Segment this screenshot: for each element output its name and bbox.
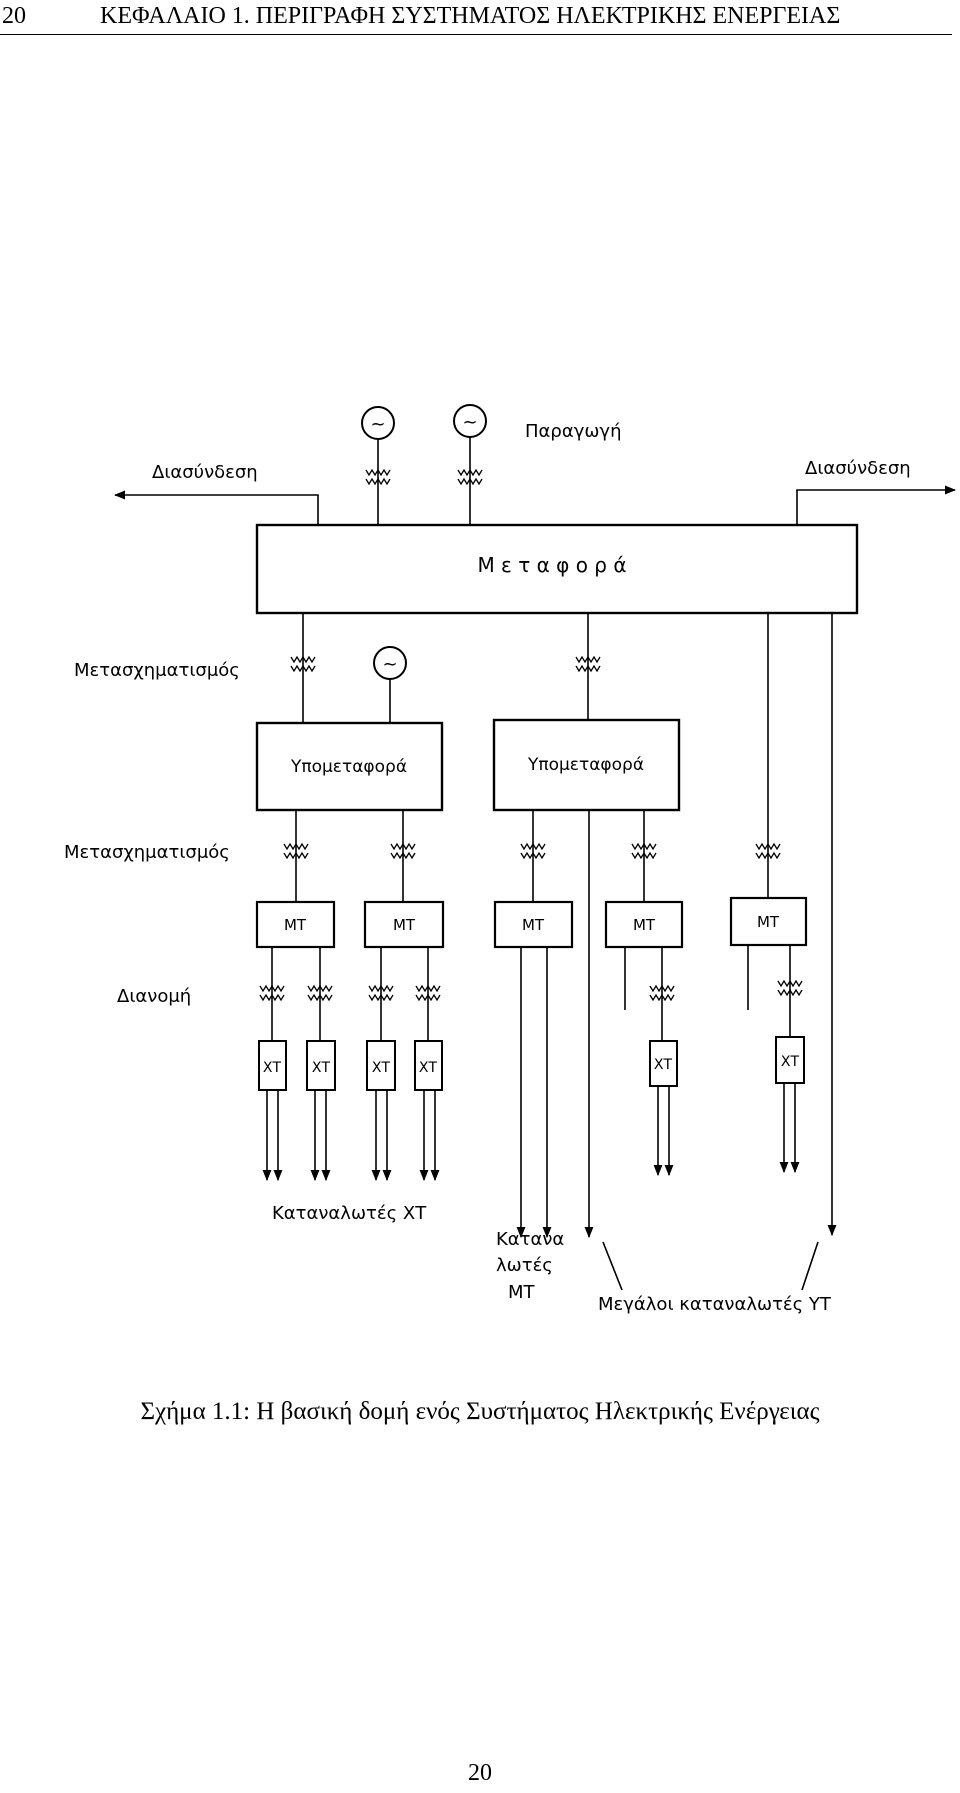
mv-consumers-label-line2: λωτές (496, 1255, 553, 1276)
mv-consumers-label-line3: ΜΤ (508, 1282, 536, 1303)
mv-consumers-label-line1: Κατανα (496, 1229, 564, 1250)
header-page-number: 20 (2, 3, 26, 29)
lv-consumers-label: Καταναλωτές ΧΤ (272, 1203, 427, 1224)
interconnection-left-label: Διασύνδεση (152, 462, 258, 483)
lv-box-label: ΧΤ (781, 1054, 800, 1070)
mv-box-label: ΜΤ (522, 916, 545, 934)
mv-box-label: ΜΤ (633, 916, 656, 934)
transmission-label: Μ ε τ α φ ο ρ ά (477, 553, 626, 577)
lv-box-label: ΧΤ (372, 1060, 391, 1076)
subtransmission-label-1: Υπομεταφορά (290, 757, 407, 777)
lv-box-label: ΧΤ (263, 1060, 282, 1076)
chapter-title: ΚΕΦΑΛΑΙΟ 1. ΠΕΡΙΓΡΑΦΗ ΣΥΣΤΗΜΑΤΟΣ ΗΛΕΚΤΡΙ… (100, 3, 841, 29)
footer-page-number: 20 (468, 1760, 492, 1786)
subtransmission-label-2: Υπομεταφορά (527, 755, 644, 775)
running-head: 20 ΚΕΦΑΛΑΙΟ 1. ΠΕΡΙΓΡΑΦΗ ΣΥΣΤΗΜΑΤΟΣ ΗΛΕΚ… (2, 2, 954, 32)
transformation-label-1: Μετασχηματισμός (74, 660, 240, 681)
generation-label: Παραγωγή (525, 421, 621, 442)
generator-symbol: ~ (370, 414, 385, 435)
generator-symbol: ~ (462, 412, 477, 433)
transformation-label-2: Μετασχηματισμός (64, 842, 230, 863)
lv-box-label: ΧΤ (419, 1060, 438, 1076)
lv-box-label: ΧΤ (312, 1060, 331, 1076)
hv-consumers-label: Μεγάλοι καταναλωτές ΥΤ (598, 1294, 832, 1315)
mv-box-label: ΜΤ (757, 913, 780, 931)
interconnection-right-label: Διασύνδεση (805, 458, 911, 479)
header-rule (0, 34, 952, 35)
mv-box-label: ΜΤ (393, 916, 416, 934)
mv-box-label: ΜΤ (284, 916, 307, 934)
figure-caption: Σχήμα 1.1: Η βασική δομή ενός Συστήματος… (140, 1398, 820, 1425)
generator-symbol: ~ (382, 654, 397, 675)
lv-box-label: ΧΤ (654, 1057, 673, 1073)
distribution-label: Διανομή (117, 986, 191, 1007)
